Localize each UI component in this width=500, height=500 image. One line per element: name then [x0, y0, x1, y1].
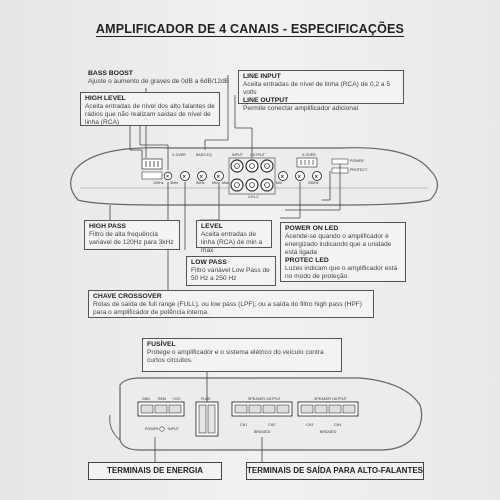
- page-title: AMPLIFICADOR DE 4 CANAIS - ESPECIFICAÇÕE…: [95, 22, 405, 37]
- svg-text:CH1-2: CH1-2: [248, 195, 258, 199]
- output-label: OUTPUT: [250, 153, 266, 157]
- svg-text:SPEAKER OUTPUT: SPEAKER OUTPUT: [248, 397, 282, 401]
- terminais-saida-label: TERMINAIS DE SAÍDA PARA ALTO-FALANTES: [246, 462, 424, 480]
- svg-text:×: ×: [166, 174, 169, 180]
- chave-crossover-box: CHAVE CROSSOVER Rotas de saída de full r…: [88, 290, 374, 318]
- bass-eq-label: BASS EQ: [196, 153, 212, 157]
- svg-text:INPUT: INPUT: [168, 427, 180, 431]
- protect-led-label: PROTECT: [350, 168, 368, 172]
- power-protect-led-box: POWER ON LED Acende-se quando o amplific…: [280, 222, 406, 282]
- speaker-output-ch34: [297, 401, 359, 417]
- svg-text:POWER: POWER: [145, 427, 159, 431]
- input-label: INPUT: [232, 153, 244, 157]
- svg-text:FUSE: FUSE: [201, 397, 211, 401]
- level-box: LEVEL Aceita entradas de linha (RCA) de …: [196, 220, 272, 254]
- high-pass-box: HIGH PASS Filtro de alta frequência vari…: [84, 220, 180, 250]
- svg-text:×: ×: [315, 175, 319, 181]
- speaker-output-ch12: [231, 401, 293, 417]
- svg-text:CH3: CH3: [306, 423, 313, 427]
- svg-text:BRIDGED: BRIDGED: [320, 430, 337, 434]
- power-led: [331, 158, 349, 165]
- svg-text:3kHz: 3kHz: [170, 181, 178, 185]
- svg-text:×: ×: [200, 175, 204, 181]
- xover-switch-right: [296, 157, 318, 168]
- fusivel-box: FUSÍVEL Protege o amplificador e o siste…: [142, 338, 342, 372]
- svg-text:GND: GND: [142, 397, 150, 401]
- svg-text:Max: Max: [222, 181, 229, 185]
- high-level-connector: [141, 158, 163, 170]
- svg-text:250Hz: 250Hz: [308, 181, 319, 185]
- xover-label-right: X-OVER: [302, 153, 316, 157]
- line-input-box: LINE INPUT Aceita entradas de nível de l…: [238, 70, 404, 112]
- svg-text:×: ×: [183, 175, 187, 181]
- svg-text:CH4: CH4: [334, 423, 341, 427]
- terminais-energia-label: TERMINAIS DE ENERGIA: [88, 462, 222, 480]
- svg-text:REM: REM: [158, 397, 166, 401]
- svg-text:BRIDGED: BRIDGED: [254, 430, 271, 434]
- svg-text:×: ×: [298, 175, 302, 181]
- svg-text:CH2: CH2: [268, 423, 275, 427]
- svg-text:120Hz: 120Hz: [153, 181, 164, 185]
- gain-knob-right: [278, 171, 288, 181]
- xover-label: X-OVER: [172, 153, 186, 157]
- svg-text:SPEAKER OUTPUT: SPEAKER OUTPUT: [314, 397, 348, 401]
- lpf-knob-right: [312, 171, 322, 181]
- svg-text:Min: Min: [212, 181, 218, 185]
- svg-text:Min: Min: [276, 181, 282, 185]
- bass-eq-knob: [197, 171, 207, 181]
- low-pass-box: LOW PASS Filtro variável Low Pass de 50 …: [186, 256, 276, 286]
- bass-boost-box: BASS BOOST Ajuste o aumento de graves de…: [88, 70, 230, 85]
- power-led-label: POWER: [350, 159, 364, 163]
- xover-switch-left: [163, 171, 173, 181]
- svg-text:CH1: CH1: [240, 423, 247, 427]
- gain-knob-left: [214, 171, 224, 181]
- high-level-box: HIGH LEVEL Aceita entradas de nível dos …: [80, 92, 220, 126]
- svg-text:+12V: +12V: [172, 397, 181, 401]
- svg-text:×: ×: [217, 175, 221, 181]
- hpf-knob-right: [295, 171, 305, 181]
- svg-text:50Hz: 50Hz: [196, 181, 205, 185]
- svg-text:×: ×: [281, 175, 285, 181]
- leader-lines-bottom: [154, 372, 263, 462]
- hpf-knob-left: [180, 171, 190, 181]
- rca-input-jacks: [228, 157, 276, 195]
